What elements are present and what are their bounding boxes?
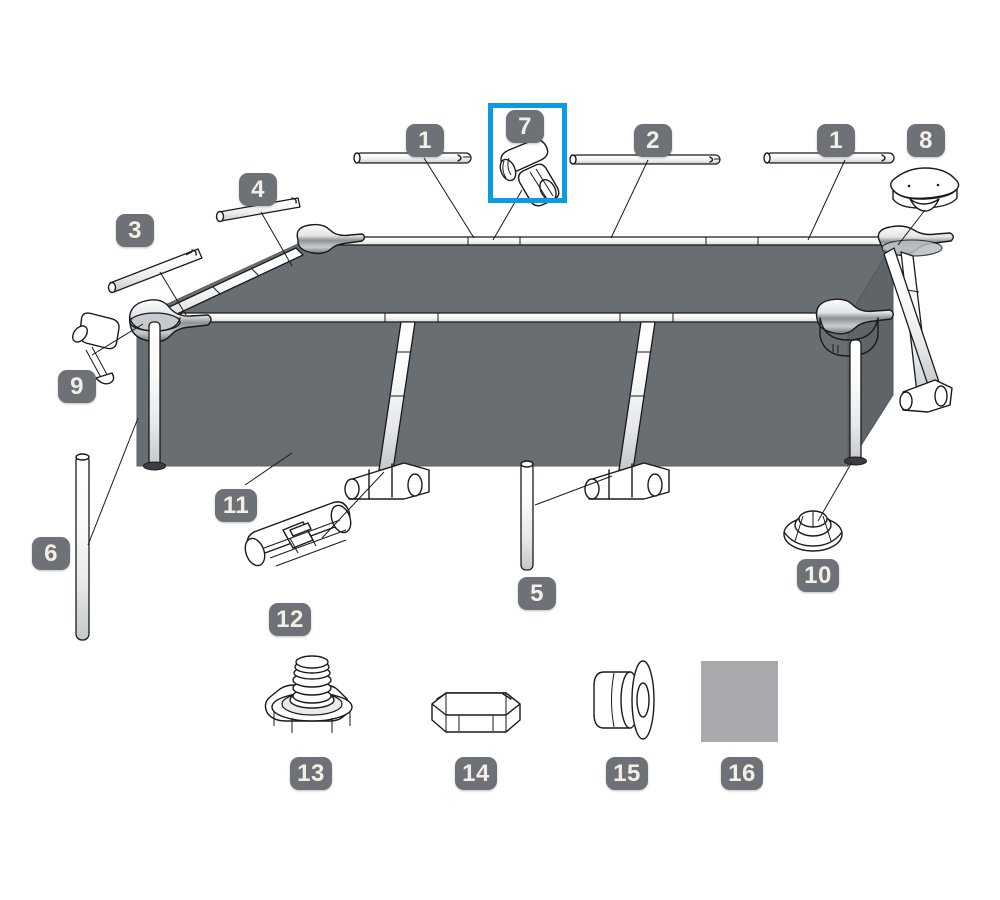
part-badge-7[interactable]: 7 xyxy=(506,110,544,143)
part-badge-9[interactable]: 9 xyxy=(58,370,96,403)
part-4-short-rail-drawing xyxy=(215,197,301,223)
part-badge-1-right[interactable]: 1 xyxy=(817,124,855,157)
part-7-tjoint-drawing xyxy=(499,139,560,207)
part-14-cover-plate-drawing xyxy=(431,692,521,733)
part-6-leg-post-drawing xyxy=(75,453,90,641)
part-badge-3[interactable]: 3 xyxy=(116,214,154,247)
part-badge-8[interactable]: 8 xyxy=(907,124,945,157)
part-8-corner-cap-drawing xyxy=(890,167,960,212)
part-10-flange-cap-drawing xyxy=(783,510,843,552)
part-12-foot-connector-drawing xyxy=(244,501,352,567)
installed-top-rails xyxy=(151,236,894,323)
part-badge-15[interactable]: 15 xyxy=(606,757,648,790)
part-badge-1-left[interactable]: 1 xyxy=(406,124,444,157)
part-badge-5[interactable]: 5 xyxy=(518,577,556,610)
part-3-short-rail-drawing xyxy=(107,248,203,294)
foot-cross-bar-rear-right xyxy=(899,379,953,413)
part-badge-14[interactable]: 14 xyxy=(455,757,497,790)
leg-and-foot-assemblies xyxy=(143,247,953,500)
part-13-valve-cap-drawing xyxy=(264,655,353,733)
part-badge-10[interactable]: 10 xyxy=(797,559,839,592)
part-16-repair-patch-swatch xyxy=(701,661,778,742)
part-badge-16[interactable]: 16 xyxy=(721,757,763,790)
selected-part-highlight-box[interactable] xyxy=(488,103,567,203)
part-1-right-rail-drawing xyxy=(763,152,895,164)
part-badge-4[interactable]: 4 xyxy=(239,173,277,206)
part-badge-6[interactable]: 6 xyxy=(32,537,70,570)
foot-cross-bar-left xyxy=(344,462,430,500)
part-badge-13[interactable]: 13 xyxy=(290,757,332,790)
part-badge-2[interactable]: 2 xyxy=(634,124,672,157)
part-9-angled-brace-drawing xyxy=(72,312,120,385)
foot-cross-bar-right xyxy=(584,462,670,500)
part-badge-12[interactable]: 12 xyxy=(269,603,311,636)
part-badge-11[interactable]: 11 xyxy=(215,489,257,522)
part-15-plug-stopper-drawing xyxy=(593,660,655,740)
part-5-short-post-drawing xyxy=(520,460,534,571)
